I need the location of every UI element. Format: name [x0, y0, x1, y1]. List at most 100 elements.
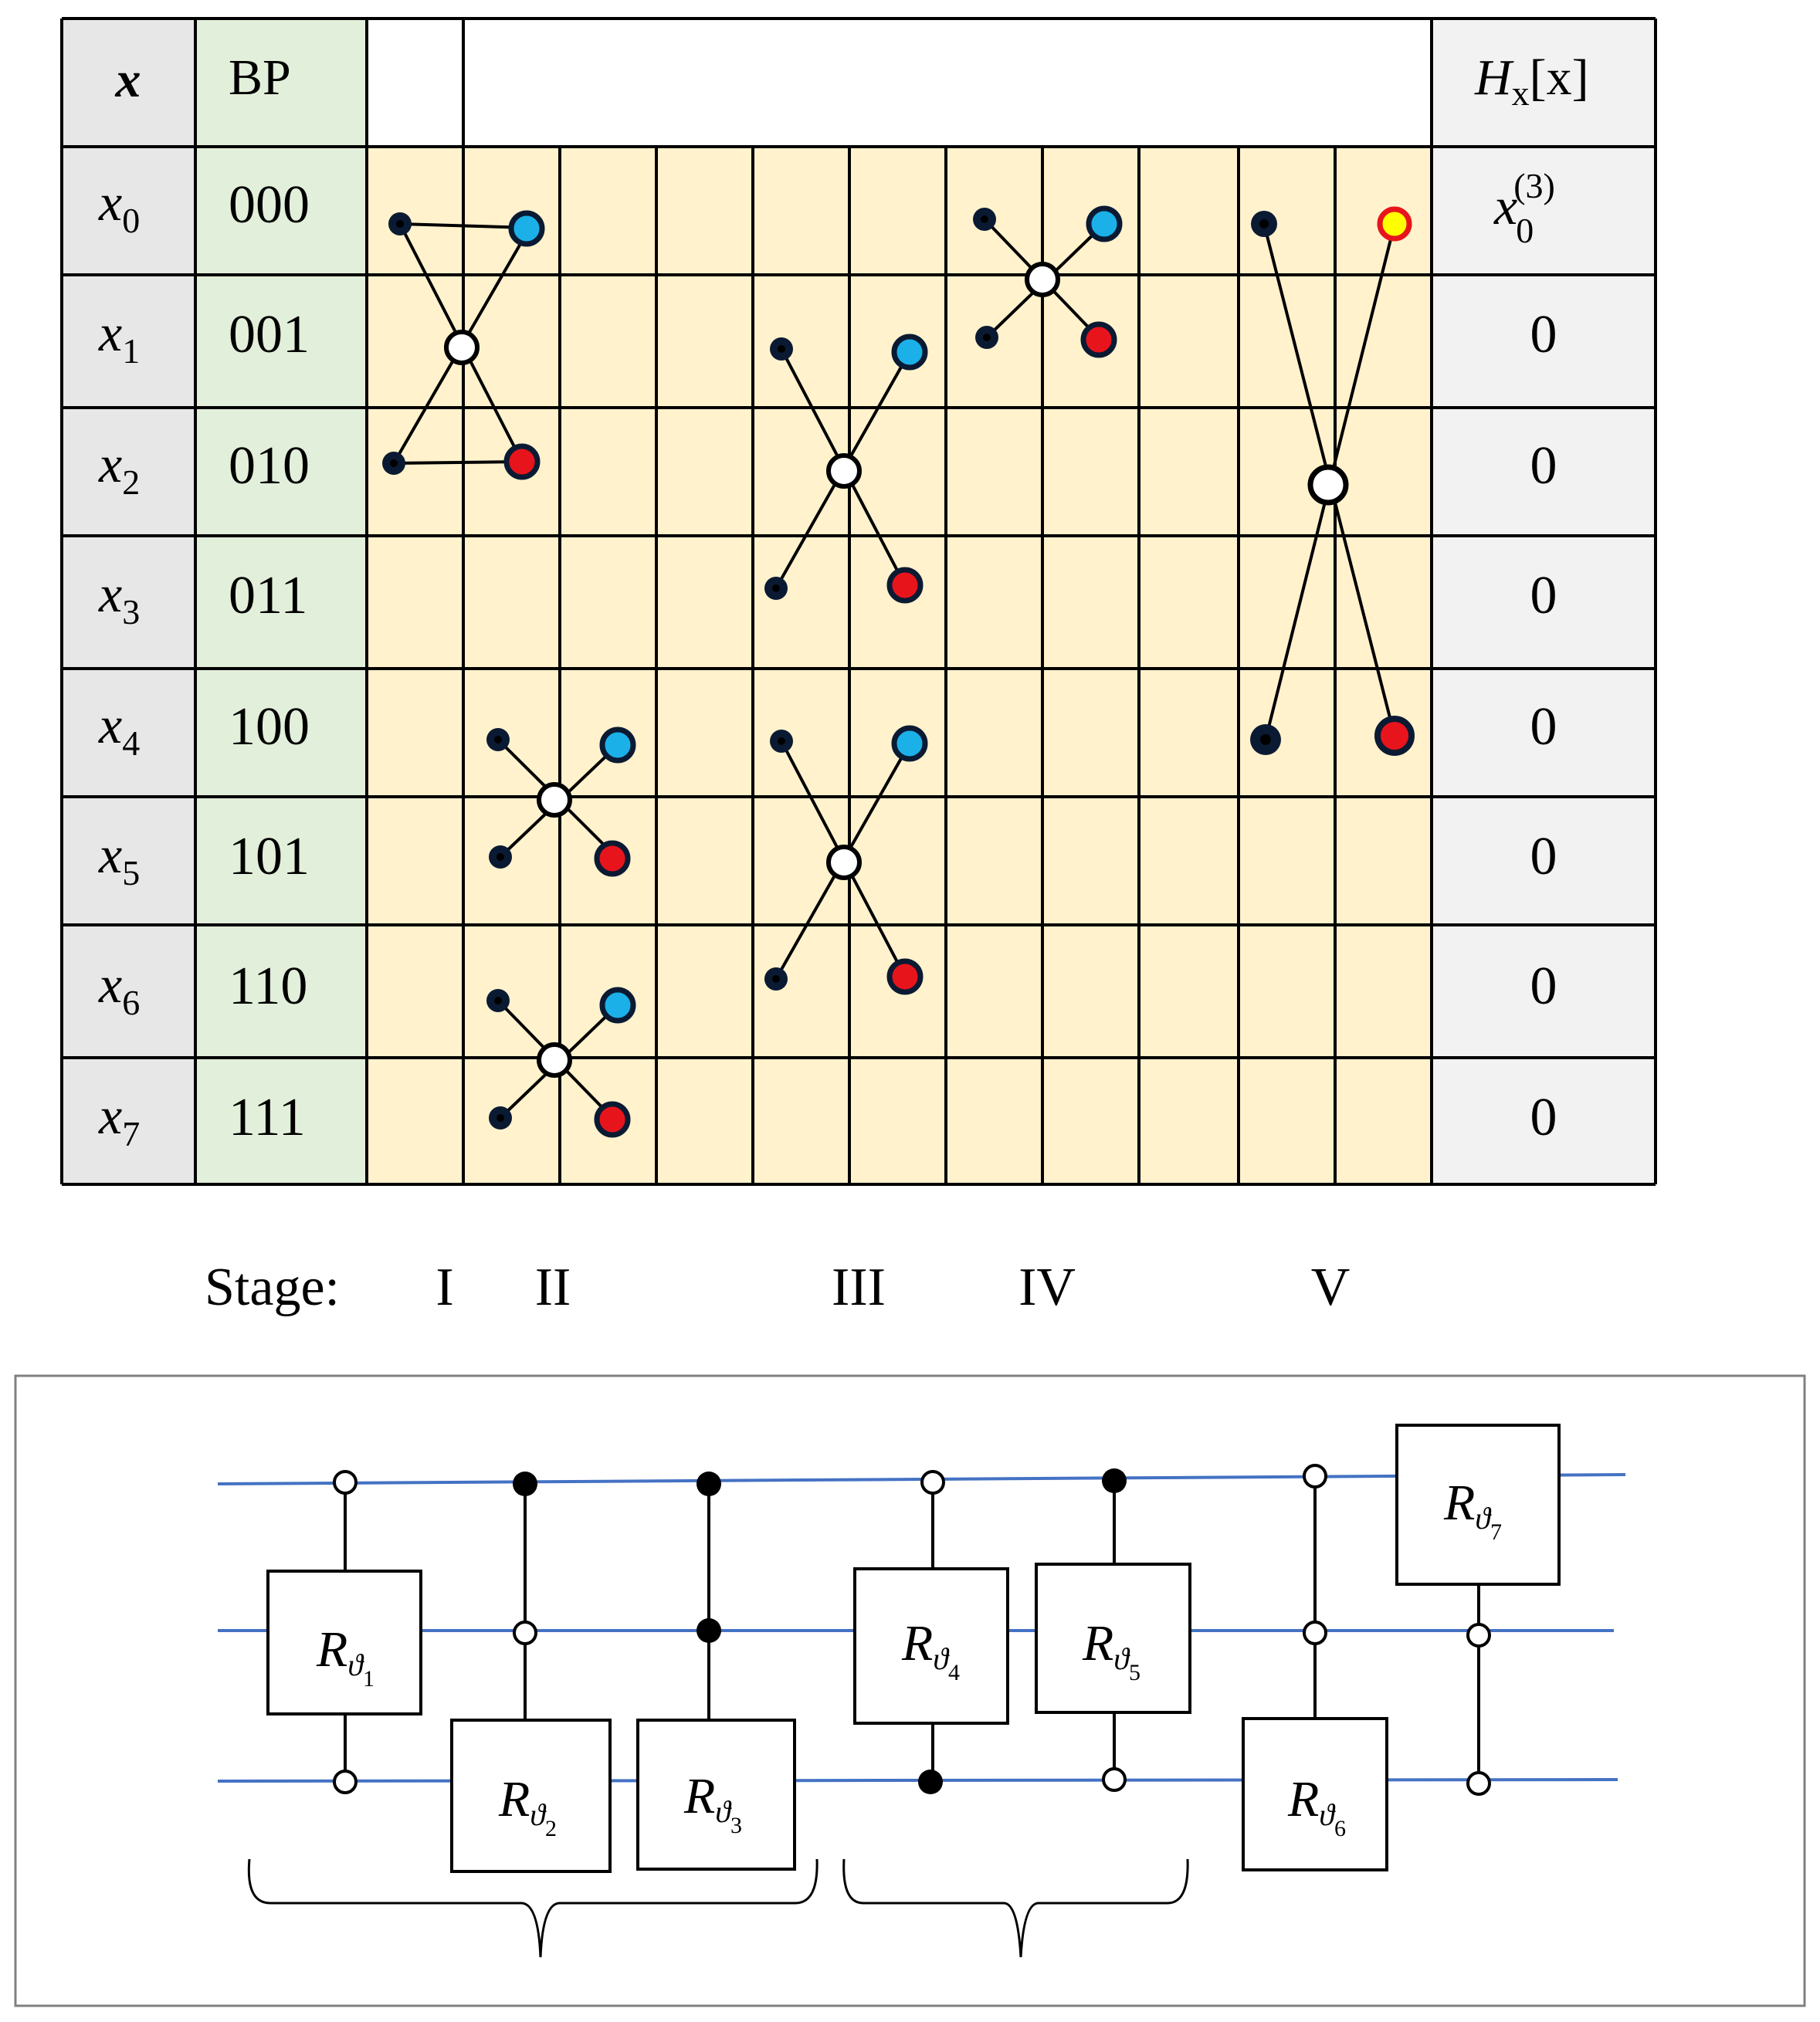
filled-control-dot — [513, 1472, 537, 1496]
header-h: Hx[x] — [1474, 49, 1589, 113]
control-dots — [333, 1464, 1491, 1796]
output-node-red — [594, 840, 631, 877]
bp-column-bg — [195, 19, 367, 1184]
filled-control-dot — [918, 1770, 943, 1794]
bp-cell: 001 — [229, 305, 310, 364]
output-node-blue — [1086, 205, 1123, 242]
output-node-red — [594, 1101, 631, 1138]
row-label-x2: x2 — [98, 435, 140, 502]
filled-control-dot — [1102, 1468, 1127, 1493]
gate-label-5: Rϑ5 — [1082, 1615, 1140, 1685]
stage-label: Stage: — [205, 1258, 340, 1317]
output-node-red — [1080, 321, 1117, 358]
butterfly-center — [1307, 464, 1349, 506]
output-node-blue — [891, 334, 928, 371]
butterfly-table: x BP Hx[x] x0 x1 x2 x3 x4 x5 x6 x7 000 0… — [60, 17, 1657, 1186]
table-row-lines — [62, 17, 1656, 1186]
output-node-red — [503, 443, 541, 480]
open-control-dot — [1466, 1771, 1491, 1796]
butterfly-center — [444, 330, 480, 365]
gate-box-2 — [450, 1719, 612, 1873]
bp-cell: 101 — [229, 827, 310, 886]
brace-left — [247, 1858, 818, 1958]
gate-labels: Rϑ1 Rϑ2 Rϑ3 Rϑ4 Rϑ5 Rϑ6 Rϑ7 — [316, 1475, 1502, 1841]
open-control-dot — [333, 1470, 358, 1495]
butterfly-center — [826, 453, 862, 489]
row-label-x1: x1 — [98, 303, 140, 371]
open-control-dot — [513, 1621, 537, 1645]
gate-label-6: Rϑ6 — [1287, 1771, 1346, 1841]
h-cell: 0 — [1530, 305, 1557, 364]
stage-name-2: II — [535, 1258, 571, 1317]
row-label-x5: x5 — [98, 825, 140, 892]
gate-box-4 — [853, 1567, 1009, 1725]
output-node-blue — [599, 726, 636, 764]
header-h-arg: [x] — [1530, 49, 1589, 106]
output-node-yellow — [1377, 206, 1412, 242]
butterfly-center — [1025, 262, 1060, 297]
table-column-lines — [60, 19, 1657, 1184]
brace-right — [842, 1858, 1189, 1958]
gate-label-3: Rϑ3 — [683, 1768, 742, 1838]
output-node-red — [1374, 716, 1415, 756]
filled-control-dot — [696, 1618, 721, 1643]
circuit-frame — [14, 1374, 1806, 2007]
butterflies — [382, 205, 1415, 1138]
butterfly-nodes — [382, 205, 1415, 1138]
grouping-braces — [247, 1858, 1189, 1958]
row-label-x3: x3 — [98, 564, 140, 632]
h-cell: 0 — [1530, 697, 1557, 757]
stage-area-bg — [367, 147, 1432, 1184]
h-cell: 0 — [1530, 566, 1557, 625]
h-cell: 0 — [1530, 436, 1557, 496]
butterfly-center — [537, 782, 572, 818]
bp-cell: 000 — [229, 175, 310, 235]
open-control-dot — [333, 1770, 358, 1794]
h-cell: 0 — [1530, 1088, 1557, 1147]
butterfly-center — [537, 1042, 572, 1078]
output-node-red — [886, 958, 924, 995]
header-x: x — [115, 52, 141, 108]
gate-box-6 — [1242, 1717, 1388, 1871]
row-labels: x0 x1 x2 x3 x4 x5 x6 x7 — [98, 173, 140, 1153]
open-control-dot — [1303, 1621, 1327, 1645]
open-control-dot — [920, 1470, 945, 1495]
row-label-x4: x4 — [98, 696, 140, 763]
x-column-bg — [62, 19, 195, 1184]
header-h-main: H — [1474, 49, 1514, 106]
stage-labels: Stage: I II III IV V — [205, 1258, 1350, 1317]
output-node-blue — [508, 210, 545, 247]
gate-label-2: Rϑ2 — [498, 1771, 557, 1841]
h-values: x0(3) 0 0 0 0 0 0 0 — [1493, 166, 1557, 1147]
gate-label-4: Rϑ4 — [901, 1615, 960, 1685]
stage-name-5: V — [1311, 1258, 1351, 1317]
stage-area-header-bg — [367, 19, 1432, 147]
h-cell-x0-result: x0(3) — [1493, 166, 1555, 250]
row-label-x6: x6 — [98, 955, 140, 1022]
output-node-red — [886, 567, 924, 604]
open-control-dot — [1466, 1623, 1491, 1648]
bp-cell: 110 — [229, 957, 307, 1016]
bp-cell: 100 — [229, 697, 310, 757]
control-lines — [344, 1476, 1480, 1783]
row-label-x7: x7 — [98, 1086, 140, 1153]
bp-values: 000 001 010 011 100 101 110 111 — [229, 175, 310, 1147]
filled-control-dot — [696, 1472, 721, 1496]
output-node-blue — [891, 725, 928, 762]
stage-name-1: I — [436, 1258, 453, 1317]
gate-box-7 — [1395, 1424, 1561, 1586]
gate-label-7: Rϑ7 — [1443, 1475, 1502, 1545]
output-node-blue — [599, 987, 636, 1024]
quantum-circuit: Rϑ1 Rϑ2 Rϑ3 Rϑ4 Rϑ5 Rϑ6 Rϑ7 — [14, 1374, 1806, 2007]
open-control-dot — [1102, 1767, 1127, 1792]
qubit-wire-bottom — [217, 1778, 1618, 1783]
h-column-bg — [1432, 19, 1656, 1184]
butterfly-center — [826, 845, 862, 880]
gate-box-3 — [636, 1719, 796, 1871]
h-cell: 0 — [1530, 827, 1557, 886]
gate-box-1 — [266, 1570, 422, 1715]
header-bp: BP — [229, 49, 291, 106]
bp-cell: 010 — [229, 436, 310, 496]
gates — [266, 1424, 1561, 1873]
